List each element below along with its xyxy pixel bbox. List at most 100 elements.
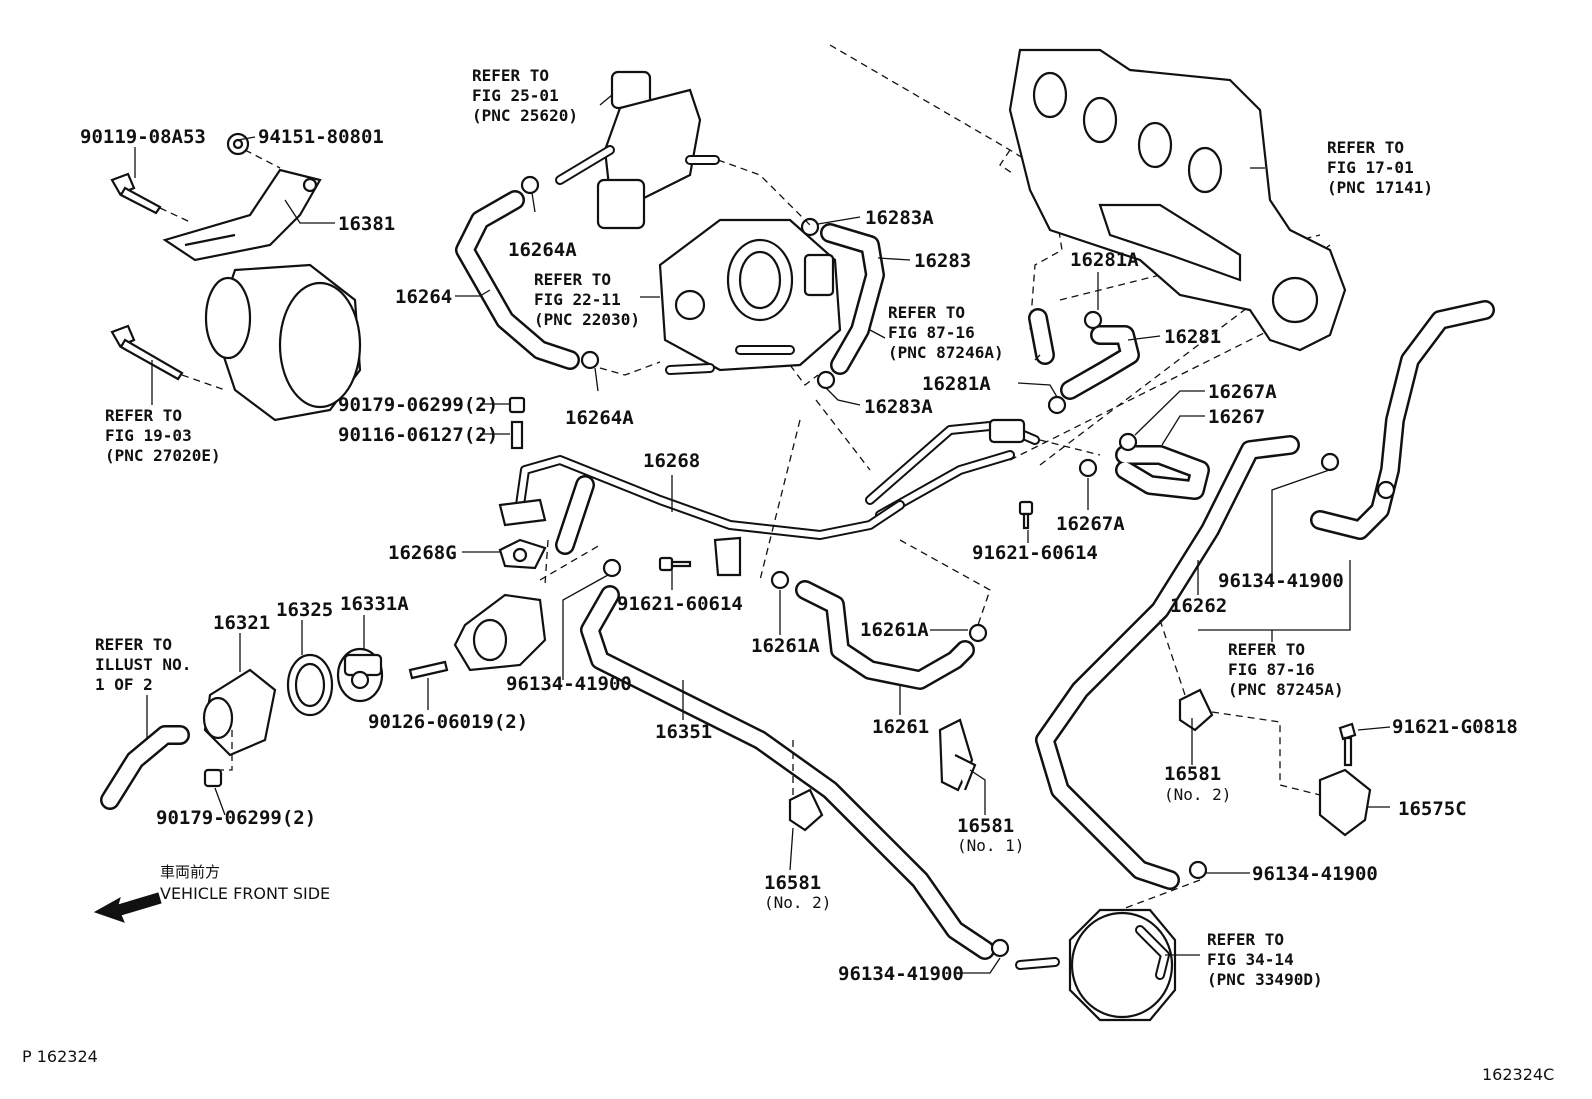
callout-96134-41900: 96134-41900 — [1252, 863, 1378, 885]
hose-16262 — [1035, 435, 1300, 890]
bolts-91621-60614 — [658, 500, 1034, 572]
bolt-90119-08A53 — [110, 172, 162, 215]
callout-16283A: 16283A — [864, 396, 933, 418]
refer-text: REFER TO — [95, 635, 172, 654]
callout-16267A: 16267A — [1208, 381, 1277, 403]
nut-94151-80801 — [226, 132, 250, 156]
gasket-16325 — [286, 653, 334, 717]
refer-fig-22-11: REFER TO FIG 22-11 (PNC 22030) — [534, 270, 640, 329]
refer-text: (PNC 22030) — [534, 310, 640, 329]
callout-96134-41900: 96134-41900 — [506, 673, 632, 695]
refer-fig-87-16-a: REFER TO FIG 87-16 (PNC 87246A) — [888, 303, 1004, 362]
refer-text: FIG 87-16 — [888, 323, 975, 342]
stud-90126-06019 — [408, 660, 449, 680]
refer-text: FIG 87-16 — [1228, 660, 1315, 679]
callout-16581-sub: (No. 2) — [764, 893, 831, 912]
callout-16261A: 16261A — [860, 619, 929, 641]
refer-text: (PNC 87246A) — [888, 343, 1004, 362]
refer-text: (PNC 27020E) — [105, 446, 221, 465]
front-en-text: VEHICLE FRONT SIDE — [160, 884, 330, 903]
small-nuts — [508, 396, 526, 450]
callout-91621-60614: 91621-60614 — [617, 593, 743, 615]
refer-text: 1 OF 2 — [95, 675, 153, 694]
callout-16331A: 16331A — [340, 593, 409, 615]
callout-16381: 16381 — [338, 213, 395, 235]
callout-16267A: 16267A — [1056, 513, 1125, 535]
nut-90179-06299-lower — [203, 768, 223, 788]
callout-94151-80801: 94151-80801 — [258, 126, 384, 148]
refer-text: (PNC 25620) — [472, 106, 578, 125]
callout-16581: 16581 — [764, 872, 821, 894]
water-inlet-16321 — [202, 668, 277, 757]
callout-16281A: 16281A — [922, 373, 991, 395]
hose-87245a — [1310, 300, 1495, 540]
hose-16261 — [795, 580, 975, 690]
front-arrow-icon — [93, 892, 162, 923]
callout-91621-G0818: 91621-G0818 — [1392, 716, 1518, 738]
callout-90126-06019: 90126-06019(2) — [368, 711, 528, 733]
callout-16264A: 16264A — [565, 407, 634, 429]
front-jp-text: 車両前方 — [160, 863, 220, 881]
refer-text: FIG 19-03 — [105, 426, 192, 445]
refer-fig-19-03: REFER TO FIG 19-03 (PNC 27020E) — [105, 406, 221, 465]
figure-code-left: P 162324 — [22, 1047, 98, 1066]
hose-16351 — [580, 585, 995, 960]
callout-16283: 16283 — [914, 250, 971, 272]
callout-16351: 16351 — [655, 721, 712, 743]
callout-16283A: 16283A — [865, 207, 934, 229]
refer-text: REFER TO — [472, 66, 549, 85]
callout-16281A: 16281A — [1070, 249, 1139, 271]
thermostat-16331A — [336, 647, 384, 703]
callout-96134-41900: 96134-41900 — [838, 963, 964, 985]
refer-fig-25-01: REFER TO FIG 25-01 (PNC 25620) — [472, 66, 578, 125]
callout-16264A: 16264A — [508, 239, 577, 261]
callout-90179-06299: 90179-06299(2) — [338, 394, 498, 416]
callout-16321: 16321 — [213, 612, 270, 634]
refer-text: (PNC 33490D) — [1207, 970, 1323, 989]
clip-16581-no1 — [938, 718, 977, 792]
refer-text: REFER TO — [1207, 930, 1284, 949]
figure-code-right: 162324C — [1482, 1065, 1554, 1084]
callout-16581-sub: (No. 2) — [1164, 785, 1231, 804]
gasket-16268G — [498, 538, 547, 570]
callout-16267: 16267 — [1208, 406, 1265, 428]
hose-16281 — [1060, 325, 1140, 400]
part-callouts: 90119-08A53 94151-80801 16381 16264A 162… — [80, 126, 1518, 985]
callout-16268G: 16268G — [388, 542, 457, 564]
water-inlet-housing — [453, 593, 547, 672]
callout-90119-08A53: 90119-08A53 — [80, 126, 206, 148]
callout-96134-41900: 96134-41900 — [1218, 570, 1344, 592]
refer-text: REFER TO — [888, 303, 965, 322]
refer-text: FIG 17-01 — [1327, 158, 1414, 177]
refer-illust-1-of-2: REFER TO ILLUST NO. 1 OF 2 — [95, 635, 191, 694]
pipe-87246a — [1028, 308, 1055, 365]
callout-16325: 16325 — [276, 599, 333, 621]
refer-text: FIG 22-11 — [534, 290, 621, 309]
bracket-16575C — [1318, 722, 1372, 837]
hose-16264 — [455, 190, 580, 370]
pipe-16268 — [498, 455, 905, 577]
callout-16262: 16262 — [1170, 595, 1227, 617]
water-pump — [204, 263, 362, 422]
hose-clamps — [520, 175, 1396, 958]
egr-valve — [555, 70, 720, 230]
callout-91621-60614: 91621-60614 — [972, 542, 1098, 564]
radiator-hose-stub — [100, 725, 190, 810]
bolt-long — [110, 324, 184, 381]
refer-text: (PNC 17141) — [1327, 178, 1433, 197]
vehicle-front-note: 車両前方 VEHICLE FRONT SIDE — [160, 863, 330, 903]
refer-text: REFER TO — [105, 406, 182, 425]
callout-16575C: 16575C — [1398, 798, 1467, 820]
callout-90179-06299: 90179-06299(2) — [156, 807, 316, 829]
refer-text: ILLUST NO. — [95, 655, 191, 674]
refer-text: REFER TO — [1228, 640, 1305, 659]
callout-16264: 16264 — [395, 286, 452, 308]
callout-90116-06127: 90116-06127(2) — [338, 424, 498, 446]
intake-manifold — [1008, 48, 1347, 352]
refer-text: FIG 25-01 — [472, 86, 559, 105]
callout-16581: 16581 — [1164, 763, 1221, 785]
callout-16581-sub: (No. 1) — [957, 836, 1024, 855]
oil-cooler — [1015, 908, 1177, 1022]
clip-16581-no2-right — [1178, 688, 1214, 732]
